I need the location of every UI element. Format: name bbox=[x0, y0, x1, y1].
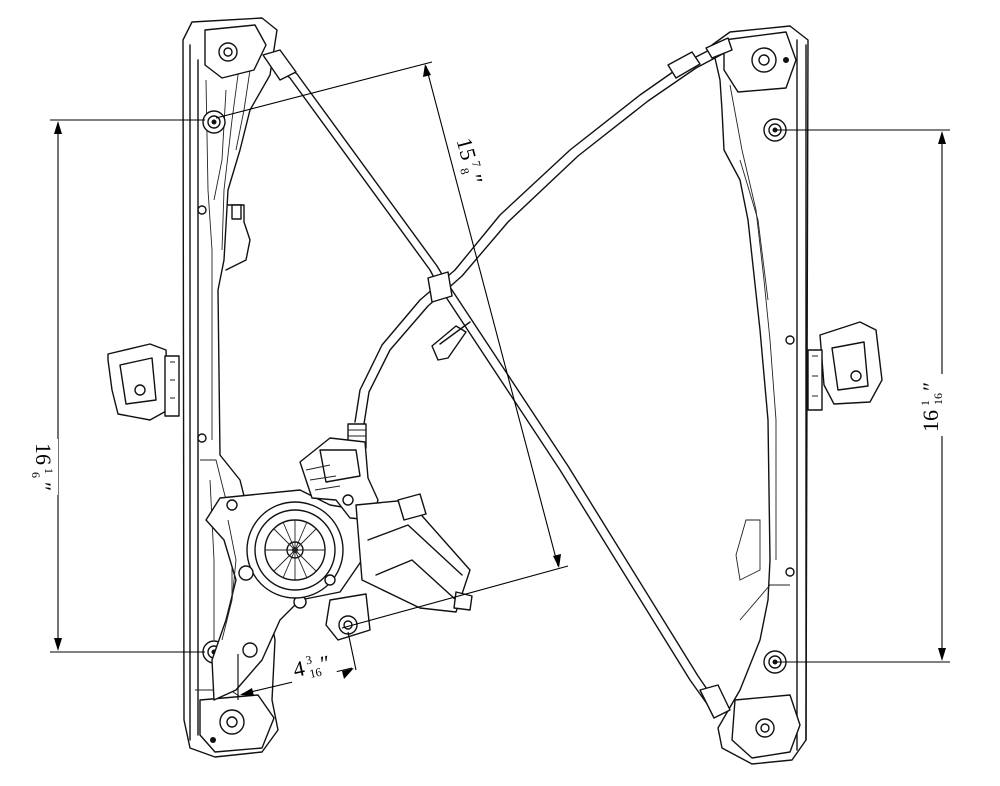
left-height-num: 1 bbox=[42, 468, 56, 474]
right-rail-hole bbox=[785, 567, 795, 577]
left-bottom-pulley bbox=[199, 694, 275, 753]
right-height-num: 1 bbox=[918, 400, 932, 406]
inch-mark: ″ bbox=[31, 482, 56, 491]
right-bottom-pivot bbox=[731, 694, 801, 759]
cable-guide-clip bbox=[427, 271, 471, 361]
motor-offset-whole: 4 bbox=[291, 655, 307, 682]
left-upper-bolt bbox=[202, 110, 226, 134]
right-top-pulley bbox=[723, 31, 797, 93]
motor-offset-label: 4 3 16 ″ bbox=[286, 646, 338, 684]
inch-mark: ″ bbox=[918, 382, 943, 391]
left-top-pivot bbox=[204, 24, 267, 79]
left-height-label: 16 1 6 ″ bbox=[29, 439, 58, 495]
left-height-dimension bbox=[50, 119, 205, 653]
right-clip-bracket bbox=[807, 321, 883, 411]
right-rail-hole bbox=[785, 335, 795, 345]
right-rail bbox=[711, 25, 809, 765]
motor-assembly bbox=[205, 437, 473, 701]
left-clip-bracket bbox=[107, 343, 180, 421]
diagonal-den: 8 bbox=[457, 167, 472, 176]
diagonal-num: 7 bbox=[469, 159, 484, 168]
left-height-whole: 16 bbox=[31, 443, 56, 465]
right-height-den: 16 bbox=[931, 393, 945, 405]
diagonal-dimension bbox=[215, 61, 569, 629]
diagonal-label: 15 7 8 ″ bbox=[450, 132, 492, 193]
left-height-den: 6 bbox=[29, 472, 43, 478]
left-rail-hole bbox=[197, 433, 207, 443]
right-height-label: 16 1 16 ″ bbox=[916, 374, 945, 436]
cable-conduit-to-right-top bbox=[354, 37, 733, 425]
motor-offset-num: 3 bbox=[304, 652, 313, 667]
motor-offset-den: 16 bbox=[308, 665, 323, 681]
right-height-whole: 16 bbox=[918, 410, 943, 432]
left-rail-hole bbox=[197, 205, 207, 215]
